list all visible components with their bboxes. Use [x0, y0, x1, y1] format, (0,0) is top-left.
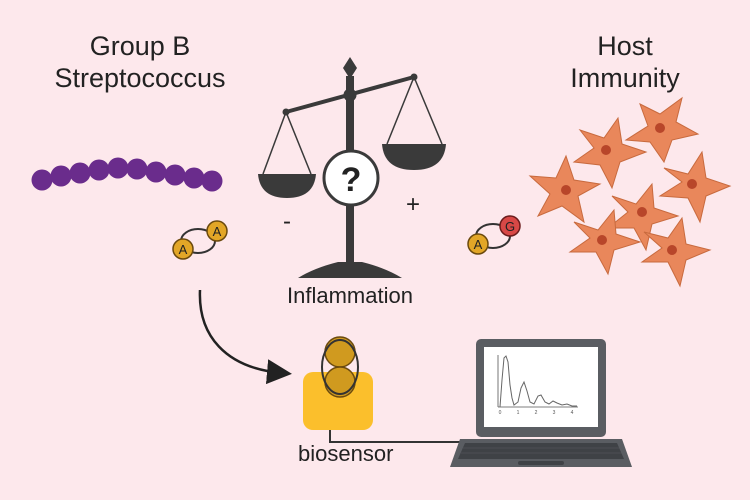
left-title-line2: Streptococcus [54, 63, 226, 93]
nucleotide-a [172, 238, 194, 260]
balance-scale-icon: ? [258, 57, 446, 278]
plot-tick-label: 4 [571, 410, 574, 416]
left-title: Group B Streptococcus [40, 30, 240, 94]
left-title-line1: Group B [89, 31, 191, 61]
nucleotide-a [467, 233, 489, 255]
plot-tick-label: 1 [517, 410, 520, 416]
nucleotide-letter: A [213, 224, 222, 239]
plot-tick-label: 3 [553, 410, 556, 416]
laptop-icon [450, 339, 632, 467]
question-mark: ? [341, 161, 362, 199]
plus-sign: + [406, 191, 420, 218]
cable [329, 430, 462, 443]
nucleotide-letter: G [505, 219, 515, 234]
dinucleotide-aa: A A [172, 220, 228, 260]
spectrum-plot: 0 1 2 3 4 [497, 355, 578, 416]
streptococcus-chain [31, 157, 223, 192]
nucleotide-letter: A [179, 242, 188, 257]
right-title-line1: Host [597, 31, 653, 61]
scale-right-pan [382, 76, 446, 170]
plot-tick-label: 0 [499, 410, 502, 416]
question-circle [322, 149, 380, 207]
biosensor-label: biosensor [298, 441, 394, 466]
minus-sign: - [283, 208, 291, 235]
cell-nuclei [561, 123, 697, 255]
right-title-line2: Immunity [570, 63, 680, 93]
inflammation-label: Inflammation [287, 283, 413, 308]
curved-arrow [198, 289, 292, 385]
dinucleotide-ag: G A [467, 215, 521, 255]
biosensor-device [303, 336, 373, 430]
nucleotide-g [499, 215, 521, 237]
scale-left-pan [258, 111, 316, 198]
nucleotide-letter: A [474, 237, 483, 252]
right-title: Host Immunity [550, 30, 700, 94]
nucleotide-a [206, 220, 228, 242]
plot-trace [499, 355, 577, 408]
plot-tick-label: 2 [535, 410, 538, 416]
